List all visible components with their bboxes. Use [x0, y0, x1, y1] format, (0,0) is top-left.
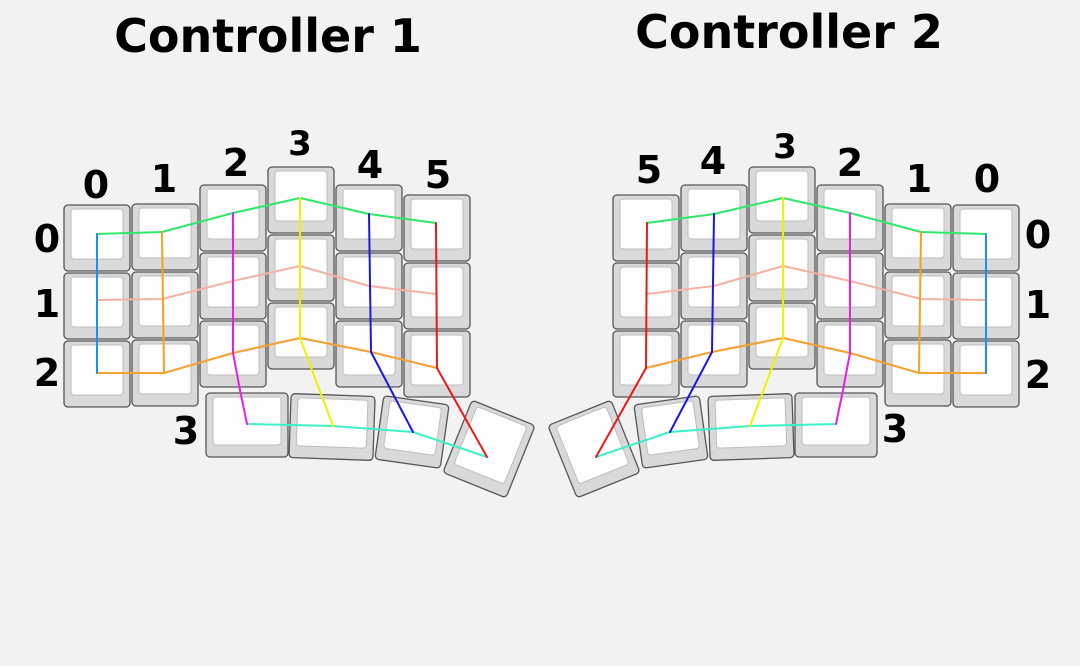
- controller-1-thumb-key-3: [443, 400, 535, 498]
- controller-2-col-label: 0: [974, 157, 1000, 201]
- keycap-top: [891, 343, 945, 395]
- controller-1-row-label: 3: [173, 409, 199, 453]
- controller-1-col-label: 0: [83, 163, 109, 207]
- controller-2-row-1-wire: [646, 265, 987, 301]
- keycaps: [63, 166, 1020, 498]
- controller-2-row-3-wire: [595, 423, 837, 458]
- controller-1-key-r0-c1: [131, 203, 199, 271]
- keycap-top: [891, 275, 945, 327]
- controller-2-thumb-key-1: [707, 393, 795, 461]
- controller-1-col-1-wire: [161, 231, 165, 374]
- controller-2-row-0-wire: [646, 197, 987, 235]
- controller-1-row-label: 0: [34, 217, 60, 261]
- controller-2-col-label: 1: [906, 157, 932, 201]
- controller-2-row-2-wire: [645, 337, 987, 374]
- controller-1-row-label: 1: [34, 282, 60, 326]
- controller-2-row-label: 3: [882, 407, 908, 451]
- controller-2-col-1-wire: [918, 231, 922, 374]
- keycap-top: [138, 275, 192, 327]
- controller-2-col-label: 5: [636, 148, 662, 192]
- controller-2-row-label: 0: [1025, 213, 1051, 257]
- controller-1-col-label: 4: [357, 143, 383, 187]
- controller-1-col-4-wire: [368, 213, 414, 433]
- controller-2-col-2-wire: [835, 212, 851, 425]
- keycap-top: [454, 406, 527, 484]
- keycap-top: [556, 406, 629, 484]
- keycap-top: [641, 400, 700, 456]
- controller-2-col-label: 2: [837, 141, 863, 185]
- controller-1-row-0-wire: [96, 197, 437, 235]
- controller-2-thumb-key-3: [548, 400, 640, 498]
- controller-1-col-3-wire: [299, 197, 334, 427]
- keycap-top: [342, 324, 396, 376]
- controller-2-col-4-wire: [669, 213, 715, 433]
- keycap-top: [138, 343, 192, 395]
- controller-1-row-3-wire: [246, 423, 488, 458]
- controller-2-row-label: 2: [1025, 353, 1051, 397]
- controller-1-row-2-wire: [96, 337, 438, 374]
- controller-1-key-r2-c4: [335, 320, 403, 388]
- controller-1-col-label: 1: [151, 157, 177, 201]
- controller-2-key-r0-c1: [884, 203, 952, 271]
- controller-2-col-label: 3: [773, 127, 797, 167]
- controller-1-col-2-wire: [232, 212, 248, 425]
- keycap-top: [383, 400, 442, 456]
- controller-2-title: Controller 2: [635, 5, 943, 59]
- matrix-wiring: [96, 197, 987, 458]
- controller-1-row-label: 2: [34, 351, 60, 395]
- controller-1-col-5-wire: [435, 222, 488, 458]
- controller-1-col-label: 2: [223, 141, 249, 185]
- keycap-top: [687, 324, 741, 376]
- controller-2-col-label: 4: [700, 139, 726, 183]
- controller-2-col-5-wire: [595, 222, 648, 458]
- controller-2-row-label: 1: [1025, 283, 1051, 327]
- controller-1-row-1-wire: [96, 265, 437, 301]
- controller-2-key-r2-c4: [680, 320, 748, 388]
- controller-1-col-label: 5: [425, 153, 451, 197]
- controller-2-key-r1-c1: [884, 271, 952, 339]
- controller-2-col-3-wire: [749, 197, 784, 427]
- controller-1-key-r1-c1: [131, 271, 199, 339]
- controller-1-col-label: 3: [288, 124, 312, 164]
- controller-1-thumb-key-1: [288, 393, 376, 461]
- controller-1-title: Controller 1: [114, 9, 422, 63]
